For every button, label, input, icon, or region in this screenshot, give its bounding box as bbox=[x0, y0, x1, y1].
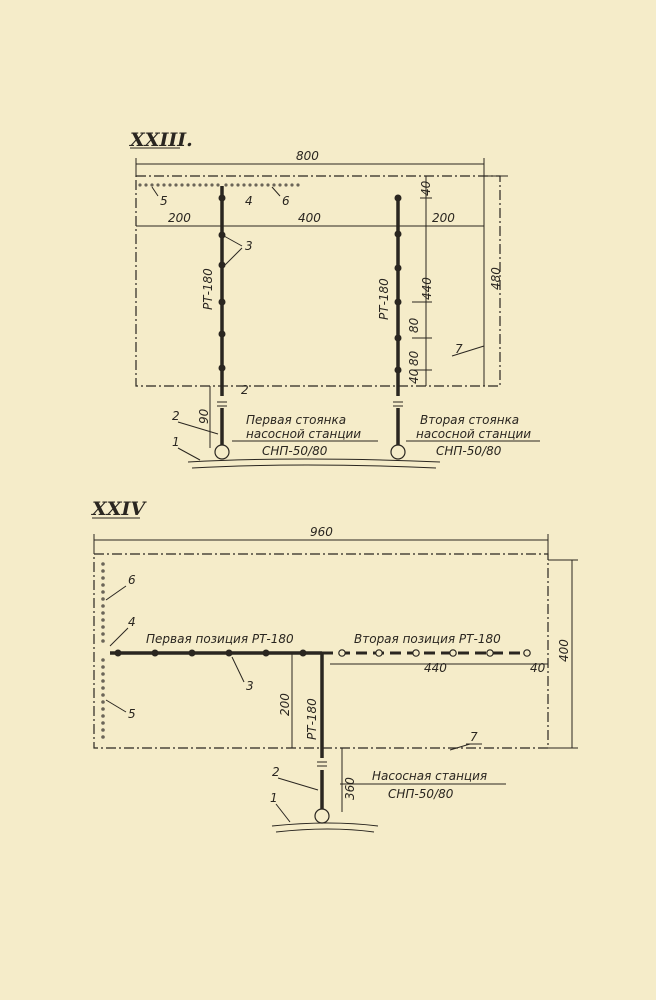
fig24-title: XXIV bbox=[91, 498, 147, 520]
fig24-callout-7: 7 bbox=[470, 730, 478, 744]
fig24-dim-width: 960 bbox=[310, 525, 333, 539]
fig23-second-stop-line3: СНП-50/80 bbox=[436, 444, 502, 458]
fig23-callout-2a: 2 bbox=[172, 409, 180, 423]
fig23-second-stop-line1: Вторая стоянка bbox=[420, 413, 519, 427]
fig24-callout-4: 4 bbox=[128, 615, 136, 629]
fig23-dim-mid: 400 bbox=[298, 211, 321, 225]
fig23-title: XXIII. bbox=[129, 129, 193, 151]
fig23-header-beads bbox=[138, 183, 300, 187]
fig23-dim-80a: 80 bbox=[407, 317, 421, 333]
fig23-pump-second bbox=[390, 444, 406, 460]
fig24-label-rt: РТ-180 bbox=[305, 698, 319, 740]
figure-24: XXIV 960 400 bbox=[91, 498, 578, 833]
fig23-dim-440: 440 bbox=[420, 277, 434, 300]
fig23-label-rt-second: РТ-180 bbox=[377, 278, 391, 320]
fig23-field-boundary bbox=[135, 175, 501, 387]
fig23-first-stop-line3: СНП-50/80 bbox=[262, 444, 328, 458]
fig23-callout-1: 1 bbox=[172, 435, 180, 449]
fig23-canal-line-1 bbox=[187, 458, 441, 463]
fig24-sprinklers-second bbox=[338, 649, 531, 657]
fig24-callout-6: 6 bbox=[128, 573, 136, 587]
fig24-dim-40: 40 bbox=[530, 661, 546, 675]
fig23-sprinklers-second bbox=[394, 194, 402, 374]
fig24-dim-height: 400 bbox=[557, 639, 571, 662]
fig24-second-position: Вторая позиция РТ-180 bbox=[354, 632, 501, 646]
fig24-dim-360: 360 bbox=[343, 777, 357, 800]
fig23-first-stop-line1: Первая стоянка bbox=[246, 413, 346, 427]
fig23-callout-7: 7 bbox=[455, 342, 463, 356]
fig23-callout-4: 4 bbox=[245, 194, 253, 208]
fig24-callout-3: 3 bbox=[246, 679, 254, 693]
fig23-dim-width: 800 bbox=[296, 149, 319, 163]
fig24-first-position: Первая позиция РТ-180 bbox=[146, 632, 294, 646]
fig23-first-stop-line2: насосной станции bbox=[246, 427, 361, 441]
fig24-canal-line-2 bbox=[275, 828, 375, 833]
figure-23: XXIII. 800 200 400 200 480 bbox=[129, 129, 540, 469]
fig23-label-rt-first: РТ-180 bbox=[201, 268, 215, 310]
fig23-dim-left: 200 bbox=[168, 211, 191, 225]
fig23-pump-first bbox=[214, 444, 230, 460]
fig23-second-stop-line2: насосной станции bbox=[416, 427, 531, 441]
fig23-dim-right: 200 bbox=[432, 211, 455, 225]
fig23-callout-2b: 2 bbox=[241, 383, 249, 397]
fig23-callout-3: 3 bbox=[245, 239, 253, 253]
fig24-dim-440: 440 bbox=[424, 661, 447, 675]
fig24-callout-2: 2 bbox=[272, 765, 280, 779]
fig24-canal-line-1 bbox=[271, 822, 379, 827]
fig23-sprinklers-first bbox=[218, 194, 226, 372]
fig24-callout-5: 5 bbox=[128, 707, 136, 721]
fig23-callout-5: 5 bbox=[160, 194, 168, 208]
fig23-callout-6: 6 bbox=[282, 194, 290, 208]
fig23-canal-line-2 bbox=[191, 464, 437, 469]
fig24-sprinklers-first bbox=[114, 649, 307, 657]
fig24-callout-1: 1 bbox=[270, 791, 278, 805]
fig23-dim-height: 480 bbox=[489, 267, 503, 290]
fig24-pump-line1: Насосная станция bbox=[372, 769, 487, 783]
fig24-pump-line2: СНП-50/80 bbox=[388, 787, 454, 801]
fig23-dim-top: 40 bbox=[419, 180, 433, 196]
fig24-pump bbox=[314, 808, 330, 824]
fig23-dim-40b: 40 bbox=[407, 368, 421, 384]
fig24-bead-column bbox=[101, 562, 105, 739]
fig24-dim-200: 200 bbox=[278, 693, 292, 716]
fig23-dim-80b: 80 bbox=[407, 350, 421, 366]
fig23-dim-90: 90 bbox=[197, 408, 211, 424]
